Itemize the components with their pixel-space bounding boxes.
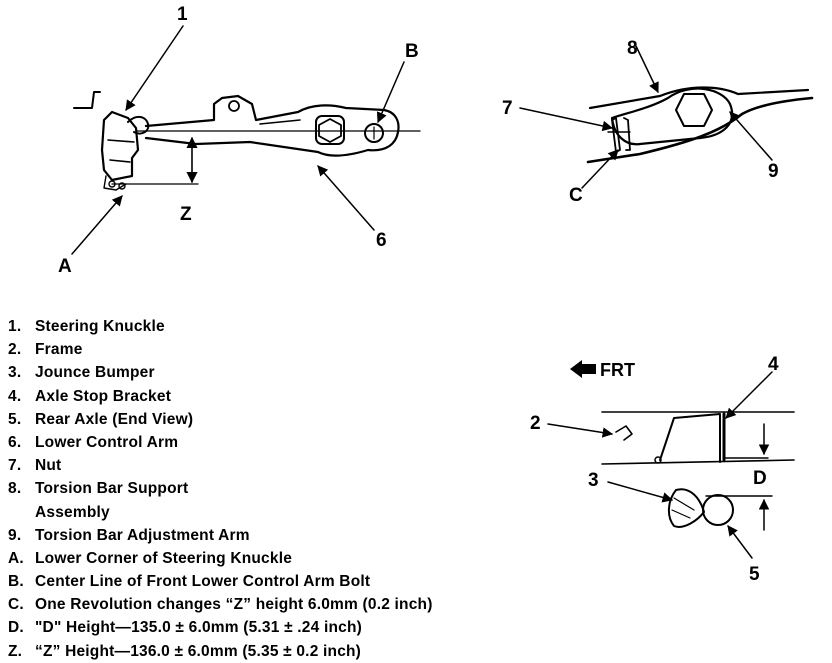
frame-stub — [73, 91, 101, 109]
leader-c — [581, 149, 619, 189]
torsion-bar-view: 8 7 C 9 — [502, 38, 814, 206]
legend-item: B.Center Line of Front Lower Control Arm… — [8, 573, 371, 591]
leader-8 — [635, 45, 659, 93]
callout-6: 6 — [376, 230, 387, 251]
legend-item-continuation: Assembly — [35, 503, 110, 521]
callout-7: 7 — [502, 98, 513, 119]
legend-item: C.One Revolution changes “Z” height 6.0m… — [8, 596, 433, 614]
legend-list: 1.Steering Knuckle 2.Frame 3.Jounce Bump… — [8, 315, 433, 663]
legend-item: 5.Rear Axle (End View) — [8, 410, 194, 428]
leader-1 — [125, 25, 184, 111]
legend-item: 9.Torsion Bar Adjustment Arm — [8, 526, 250, 544]
rear-axle-end — [702, 494, 734, 526]
callout-4: 4 — [768, 354, 779, 375]
leader-5 — [727, 525, 753, 559]
callout-5: 5 — [749, 564, 760, 585]
frame-tab — [615, 425, 633, 441]
front-arrow-icon — [570, 360, 596, 378]
lower-control-arm — [144, 94, 400, 157]
leader-b — [376, 61, 405, 123]
axle-stop-bracket — [654, 412, 769, 464]
adjustment-nut — [607, 117, 631, 153]
callout-3: 3 — [588, 470, 599, 491]
legend-item: 1.Steering Knuckle — [8, 318, 165, 335]
torsion-bar-adjustment-arm — [610, 87, 734, 146]
leader-6 — [317, 165, 375, 231]
callout-1: 1 — [177, 4, 188, 25]
callout-z: Z — [180, 204, 192, 225]
legend-item: D."D" Height—135.0 ± 6.0mm (5.31 ± .24 i… — [8, 619, 362, 637]
legend-item: 2.Frame — [8, 341, 83, 359]
leader-4 — [725, 371, 773, 419]
legend-item: 8.Torsion Bar Support — [8, 480, 189, 498]
callout-2: 2 — [530, 413, 541, 434]
callout-a: A — [58, 256, 72, 277]
legend-item: 6.Lower Control Arm — [8, 433, 179, 451]
front-label: FRT — [600, 360, 635, 380]
jounce-bumper — [668, 488, 705, 528]
leader-7 — [519, 107, 614, 132]
legend-item: 3.Jounce Bumper — [8, 364, 155, 382]
legend-item: Z.“Z” Height—136.0 ± 6.0mm (5.35 ± 0.2 i… — [8, 642, 362, 660]
leader-2 — [547, 423, 614, 438]
leader-a — [71, 195, 123, 255]
leader-3 — [607, 481, 674, 503]
legend-item: A.Lower Corner of Steering Knuckle — [8, 549, 293, 567]
callout-8: 8 — [627, 38, 638, 59]
callout-c: C — [569, 185, 583, 206]
control-arm-view: 1 B Z A 6 — [58, 4, 421, 277]
leader-9 — [729, 111, 773, 161]
rear-axle-view: FRT 4 2 3 D 5 — [530, 354, 795, 585]
legend-item: 7.Nut — [8, 457, 62, 475]
callout-9: 9 — [768, 161, 779, 182]
legend-item: 4.Axle Stop Bracket — [8, 387, 172, 405]
steering-knuckle — [100, 110, 150, 191]
callout-d: D — [753, 468, 767, 489]
frame-rail — [601, 411, 795, 465]
torsion-bar-support — [586, 86, 814, 164]
callout-b: B — [405, 41, 419, 62]
